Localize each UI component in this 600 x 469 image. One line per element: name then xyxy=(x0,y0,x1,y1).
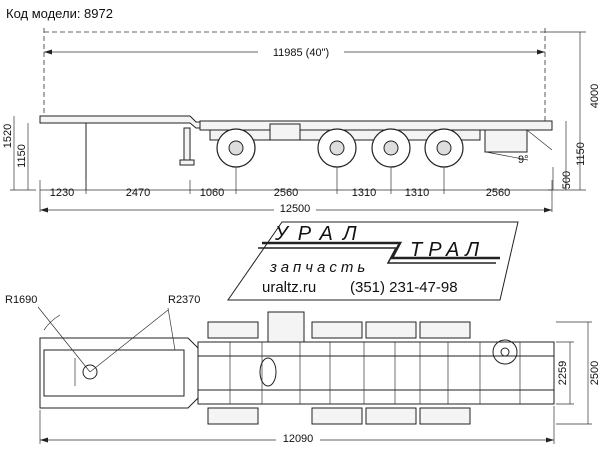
logo-frame xyxy=(227,221,519,301)
rear-toolbox xyxy=(484,129,528,153)
height-500-label: 500 xyxy=(561,171,573,189)
wheel-blocks-bottom xyxy=(207,407,471,425)
hub-4 xyxy=(436,140,452,156)
overall-length-label: 12500 xyxy=(280,203,311,215)
width-2500-label: 2500 xyxy=(589,361,600,385)
spare-hub-top xyxy=(500,347,510,357)
segment-label-6: 1310 xyxy=(405,187,429,199)
height-1150-left-label: 1150 xyxy=(16,144,28,168)
radius-swing-label: R2370 xyxy=(168,294,200,306)
segment-label-5: 1310 xyxy=(352,187,376,199)
gooseneck-deck xyxy=(39,115,215,129)
radius-swing-leader xyxy=(89,309,169,373)
segment-label-1: 1230 xyxy=(50,187,74,199)
height-1520-label: 1520 xyxy=(2,124,14,148)
wheel-blocks-top xyxy=(207,311,471,343)
angle-label: 9° xyxy=(518,154,529,166)
logo-stripe-2 xyxy=(258,247,496,264)
gooseneck-outline xyxy=(39,337,199,409)
arrow-left-icon xyxy=(40,207,48,213)
landing-foot xyxy=(179,159,195,166)
swing-guide xyxy=(167,307,176,351)
hub-2 xyxy=(329,140,345,156)
segment-label-7: 2560 xyxy=(486,187,510,199)
hub-3 xyxy=(383,140,399,156)
logo-tral: ТРАЛ xyxy=(410,239,485,261)
top-view: R1690 R2370 xyxy=(5,294,600,445)
arrow-left-icon xyxy=(44,49,52,55)
cross-members xyxy=(229,342,521,404)
model-code-label: Код модели: 8972 xyxy=(6,6,113,21)
segment-label-4: 2560 xyxy=(274,187,298,199)
label-bg xyxy=(258,44,344,58)
hub-1 xyxy=(228,140,244,156)
radius-front-leader xyxy=(37,306,91,373)
side-view: 11985 (40") 1520 1 xyxy=(2,28,600,215)
angle-line xyxy=(485,151,529,161)
height-4000-label: 4000 xyxy=(589,84,600,108)
arrow-left-icon xyxy=(40,437,48,443)
company-logo: УРАЛ ТРАЛ запчасть uraltz.ru (351) 231-4… xyxy=(227,221,519,301)
segment-label-2: 2470 xyxy=(126,187,150,199)
arrow-right-icon xyxy=(544,207,552,213)
main-frame xyxy=(197,341,555,405)
landing-gear xyxy=(183,127,191,161)
label-bg xyxy=(274,200,316,214)
logo-ural: УРАЛ xyxy=(274,223,367,245)
container-length-label: 11985 (40") xyxy=(273,47,329,59)
rear-slope xyxy=(526,129,553,151)
gooseneck-inner xyxy=(43,349,185,397)
arrow-right-icon xyxy=(537,49,545,55)
kingpin-circle xyxy=(82,364,98,380)
logo-parts: запчасть xyxy=(269,259,369,276)
height-1150-right-label: 1150 xyxy=(575,142,587,166)
logo-stripe-1 xyxy=(262,241,500,260)
main-deck xyxy=(199,120,553,131)
air-tank xyxy=(259,357,277,387)
width-2259-label: 2259 xyxy=(557,361,569,385)
front-swing-arc xyxy=(43,314,61,331)
spare-wheel-top xyxy=(492,339,518,365)
spare-wheel-carrier xyxy=(269,123,301,141)
segment-label-3: 1060 xyxy=(200,187,224,199)
frame-length-label: 12090 xyxy=(283,433,314,445)
wheel-group xyxy=(216,128,464,168)
label-bg xyxy=(276,430,320,444)
logo-phone: (351) 231-47-98 xyxy=(350,279,458,296)
radius-front-label: R1690 xyxy=(5,294,37,306)
segment-ticks xyxy=(39,167,553,212)
arrow-right-icon xyxy=(546,437,554,443)
logo-website: uraltz.ru xyxy=(262,279,316,296)
